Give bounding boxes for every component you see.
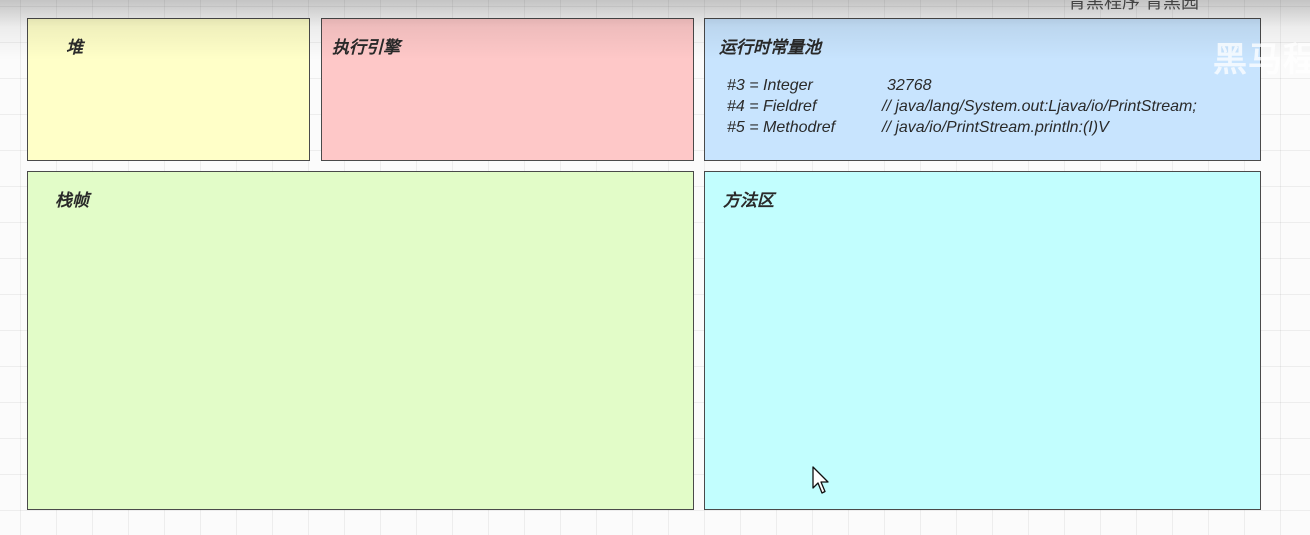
heap-title: 堆 [66, 38, 83, 57]
watermark-logo: 黑马程 [1213, 41, 1310, 79]
arrow-cursor-icon [812, 466, 829, 494]
method-area-title: 方法区 [723, 191, 774, 210]
stack-frame-title: 栈帧 [55, 191, 89, 210]
constant-pool-ref: #4 = Fieldref [727, 98, 817, 115]
stack-frame-box: 栈帧 [27, 171, 694, 510]
heap-box: 堆 [27, 18, 310, 161]
method-area-box: 方法区 [704, 171, 1261, 510]
constant-pool-ref: #5 = Methodref [727, 119, 836, 136]
runtime-constant-pool-box: 运行时常量池 #3 = Integer 32768 #4 = Fieldref … [704, 18, 1261, 161]
top-caption: 青黑程序 青黑园 [1068, 0, 1200, 12]
constant-pool-value: // java/io/PrintStream.println:(I)V [882, 119, 1109, 136]
execution-engine-box: 执行引擎 [321, 18, 694, 161]
runtime-constant-pool-title: 运行时常量池 [719, 38, 821, 57]
constant-pool-ref: #3 = Integer [727, 77, 813, 94]
constant-pool-value: // java/lang/System.out:Ljava/io/PrintSt… [882, 98, 1197, 115]
constant-pool-value: 32768 [887, 77, 932, 94]
execution-engine-title: 执行引擎 [332, 38, 400, 57]
